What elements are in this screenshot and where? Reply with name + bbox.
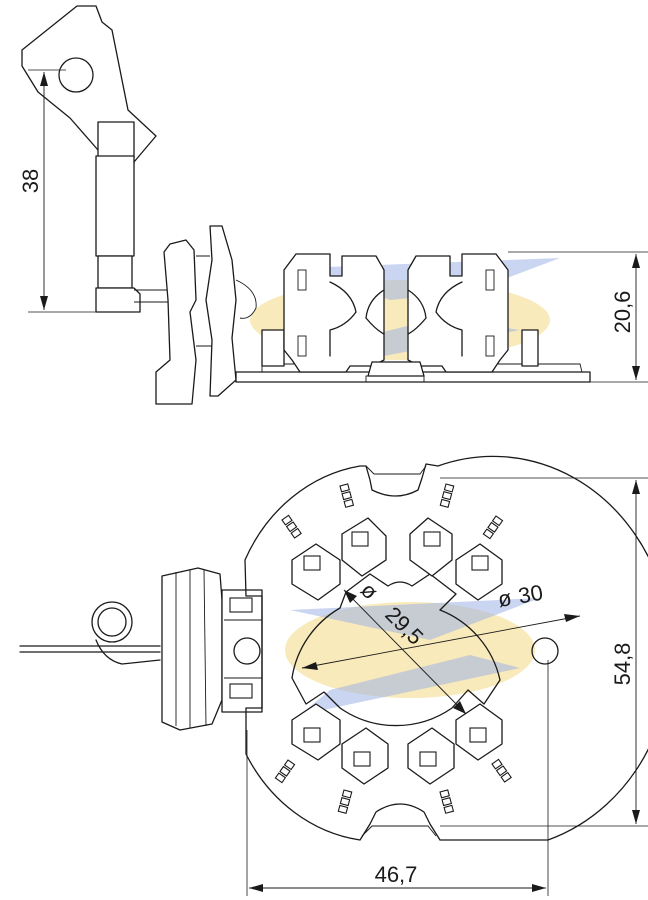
clip-left	[155, 239, 197, 405]
brush-holder-tl	[291, 517, 387, 601]
holder-plate	[244, 455, 648, 841]
dim-bore-large: 30	[516, 580, 544, 609]
brush-holder-tr	[409, 517, 503, 601]
lead-sleeve-lower	[97, 255, 133, 289]
lead-sleeve	[95, 155, 135, 257]
dim-plate-height: 54,8	[610, 643, 635, 686]
brush-box-right	[407, 253, 509, 373]
watermark-bottom	[285, 598, 540, 715]
clip-right	[205, 225, 237, 397]
clip-stack	[161, 567, 223, 731]
terminal-hole	[58, 57, 94, 93]
lead-foot	[95, 287, 141, 313]
dim-bore-large-symbol: ø	[496, 585, 514, 612]
brush-holder-bl	[291, 703, 389, 785]
mount-hole-left	[233, 637, 261, 665]
lead-sleeve-upper	[97, 121, 135, 159]
dim-lead-length: 38	[18, 169, 43, 193]
brush-box-left	[283, 253, 385, 373]
side-view: 38 20,6	[18, 5, 648, 405]
mount-hole-right	[531, 637, 559, 665]
dim-holder-height: 20,6	[610, 291, 635, 334]
brush-holder-br	[407, 703, 503, 785]
spring-coil	[91, 601, 133, 643]
vent-slots	[274, 483, 512, 814]
centre-bore	[291, 573, 501, 727]
dim-plate-width: 46,7	[375, 862, 418, 887]
